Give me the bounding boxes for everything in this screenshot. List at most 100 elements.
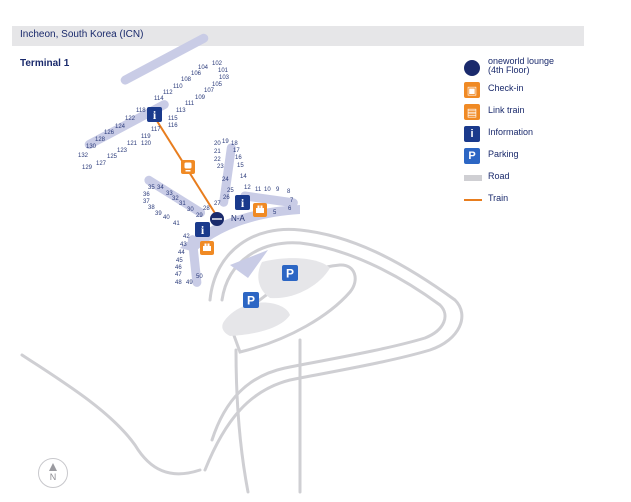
gate-label: 116	[168, 123, 178, 129]
plaza-triangle	[230, 250, 268, 278]
gate-label: 102	[212, 61, 223, 67]
gate-label: 129	[82, 165, 93, 171]
pier-northeast	[240, 191, 298, 208]
gate-label: 22	[214, 157, 221, 163]
gate-label: 45	[176, 258, 183, 264]
svg-text:P: P	[286, 267, 294, 281]
gate-label: 14	[240, 174, 247, 180]
gate-label: 39	[155, 211, 162, 217]
gate-label: 10	[264, 187, 271, 193]
checkin-icon: ▣	[464, 82, 480, 98]
gate-label: 117	[151, 127, 161, 133]
gate-label: 119	[141, 134, 151, 140]
gate-label: 5	[273, 210, 277, 216]
airport-title: Incheon, South Korea (ICN)	[20, 29, 144, 40]
road-main-loop-inner	[210, 241, 447, 442]
parking-lot-south	[222, 302, 290, 336]
gate-label: 24	[222, 177, 229, 183]
legend-label: Information	[488, 127, 534, 137]
gate-label: 132	[78, 153, 89, 159]
gate-label: 9	[276, 187, 280, 193]
info-icon[interactable]: i	[235, 195, 250, 210]
gate-label: 115	[168, 116, 178, 122]
gate-label: 28	[203, 206, 210, 212]
legend-label: Check-in	[488, 83, 524, 93]
legend-item-train: Train	[464, 190, 604, 212]
road-south-branch	[234, 348, 250, 494]
parking-icon[interactable]: P	[243, 292, 259, 308]
checkin-icon[interactable]	[253, 203, 267, 217]
gates-main: 20 19 18 21 17 22 16 23 15 24 14 12 11 1…	[143, 139, 294, 286]
svg-text:i: i	[153, 108, 157, 122]
gate-label: 15	[237, 163, 244, 169]
gate-label: 11	[255, 187, 262, 193]
link-train-icon[interactable]	[181, 160, 195, 174]
info-icon[interactable]: i	[147, 107, 162, 122]
pier-west	[144, 175, 206, 218]
gate-label: 38	[148, 205, 155, 211]
compass-arrow	[49, 463, 57, 471]
oneworld-lounge-icon[interactable]	[210, 212, 224, 226]
legend-item-parking: P Parking	[464, 146, 604, 168]
gate-label: 103	[219, 75, 230, 81]
pier-south	[187, 235, 202, 287]
gate-label: 122	[125, 116, 136, 122]
gate-label: 6	[288, 206, 292, 212]
gate-label: 123	[117, 148, 128, 154]
info-icon[interactable]: i	[195, 222, 210, 237]
concourse-upper-pier-ne	[120, 33, 209, 85]
information-icon: i	[464, 126, 480, 142]
checkin-icon[interactable]	[200, 241, 214, 255]
legend-item-road: Road	[464, 168, 604, 190]
gate-label: 8	[287, 189, 291, 195]
gate-label: 25	[227, 188, 234, 194]
compass-label: N	[49, 472, 57, 482]
gate-label: 16	[235, 155, 242, 161]
gate-label: 126	[104, 130, 115, 136]
gate-label: 44	[178, 250, 185, 256]
legend-item-link-train: ▤ Link train	[464, 102, 604, 124]
terminal-title: Terminal 1	[20, 58, 70, 69]
road-network	[20, 227, 464, 494]
legend-label: Road	[488, 171, 510, 181]
road-main-loop-outer	[203, 227, 464, 472]
svg-text:i: i	[201, 223, 205, 237]
link-train-icon: ▤	[464, 104, 480, 120]
map-legend: oneworld lounge (4th Floor) ▣ Check-in ▤…	[464, 57, 604, 212]
legend-item-information: i Information	[464, 124, 604, 146]
gate-label: 50	[196, 274, 203, 280]
gate-label: 108	[181, 77, 192, 83]
gate-label: 48	[175, 280, 182, 286]
road-west-branch	[20, 353, 202, 476]
gate-label: 112	[163, 90, 173, 96]
gate-label: 29	[196, 213, 203, 219]
gate-label: 35	[148, 185, 155, 191]
gate-label: 20	[214, 141, 221, 147]
gate-label: 47	[175, 272, 182, 278]
gate-label: 104	[198, 65, 209, 71]
gate-label: 31	[179, 201, 186, 207]
gates-upper: 102 104 101 106 103 108 105 110 107 112 …	[78, 61, 230, 171]
gate-label: 37	[143, 199, 150, 205]
legend-oneworld-sub-text: (4th Floor)	[488, 65, 530, 75]
oneworld-lounge-icon	[464, 60, 480, 76]
gate-label: 106	[191, 71, 202, 77]
terminal-arc	[180, 205, 300, 252]
legend-item-checkin: ▣ Check-in	[464, 80, 604, 102]
gate-label: 21	[214, 149, 221, 155]
legend-label: oneworld lounge (4th Floor)	[488, 57, 554, 75]
gate-label: 23	[217, 164, 224, 170]
concourse-label: N-A	[231, 214, 245, 223]
gate-label: 19	[222, 139, 229, 145]
parking-icon[interactable]: P	[282, 265, 298, 281]
gate-label: 121	[127, 141, 138, 147]
train-line-swatch	[464, 199, 482, 201]
gate-label: 111	[185, 101, 195, 107]
gate-label: 118	[136, 108, 146, 114]
gate-label: 120	[141, 141, 152, 147]
parking-icon: P	[464, 148, 480, 164]
gate-label: 32	[172, 196, 179, 202]
legend-oneworld-text: oneworld lounge	[488, 56, 555, 66]
main-terminal	[144, 143, 300, 287]
legend-label: Link train	[488, 105, 525, 115]
